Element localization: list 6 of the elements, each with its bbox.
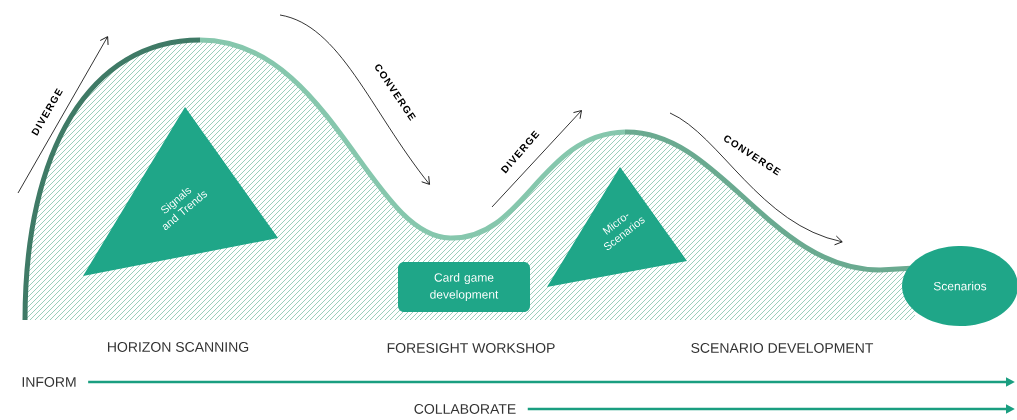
phase-label: HORIZON SCANNING bbox=[108, 342, 249, 352]
phase-label: INFORM bbox=[22, 377, 76, 387]
phase-label: COLLABORATE bbox=[414, 404, 516, 414]
phase-label: FORESIGHT WORKSHOP bbox=[387, 343, 555, 353]
process-box: Card game development bbox=[398, 262, 530, 312]
phase-label: SCENARIO DEVELOPMENT bbox=[691, 343, 874, 353]
